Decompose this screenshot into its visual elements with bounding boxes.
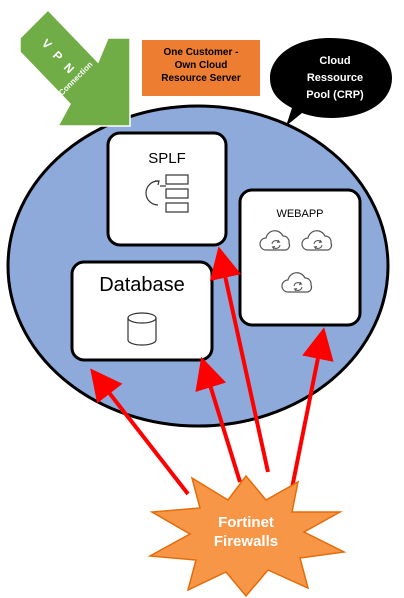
firewall-line-2: Firewalls — [214, 533, 278, 550]
customer-note: One Customer - Own Cloud Resource Server — [142, 40, 260, 96]
firewall-line-1: Fortinet — [218, 514, 274, 531]
arrow-to-splf — [209, 246, 270, 473]
database-label: Database — [99, 274, 185, 296]
crp-bubble: Cloud Ressource Pool (CRP) — [270, 38, 392, 126]
database-cylinder-icon — [127, 312, 157, 346]
crp-line-2: Ressource — [307, 72, 363, 84]
server-stack-icon — [145, 174, 189, 213]
splf-label: SPLF — [148, 150, 186, 167]
firewall-arrows — [90, 246, 334, 499]
note-line-3: Resource Server — [161, 73, 241, 84]
webapp-label: WEBAPP — [276, 208, 323, 220]
splf-box: SPLF — [106, 131, 228, 247]
arrow-to-database — [90, 368, 190, 496]
arrow-to-webapp — [288, 327, 334, 499]
crp-line-1: Cloud — [319, 55, 350, 67]
webapp-box: WEBAPP — [238, 188, 362, 327]
database-box: Database — [70, 260, 214, 362]
fortinet-firewall-burst: Fortinet Firewalls — [147, 474, 347, 598]
arrow-to-database-box — [195, 356, 242, 483]
crp-line-3: Pool (CRP) — [306, 89, 364, 101]
note-line-2: Own Cloud — [175, 60, 228, 71]
note-line-1: One Customer - — [163, 47, 238, 58]
vpn-connection-arrow: V P N Connection — [19, 8, 131, 127]
